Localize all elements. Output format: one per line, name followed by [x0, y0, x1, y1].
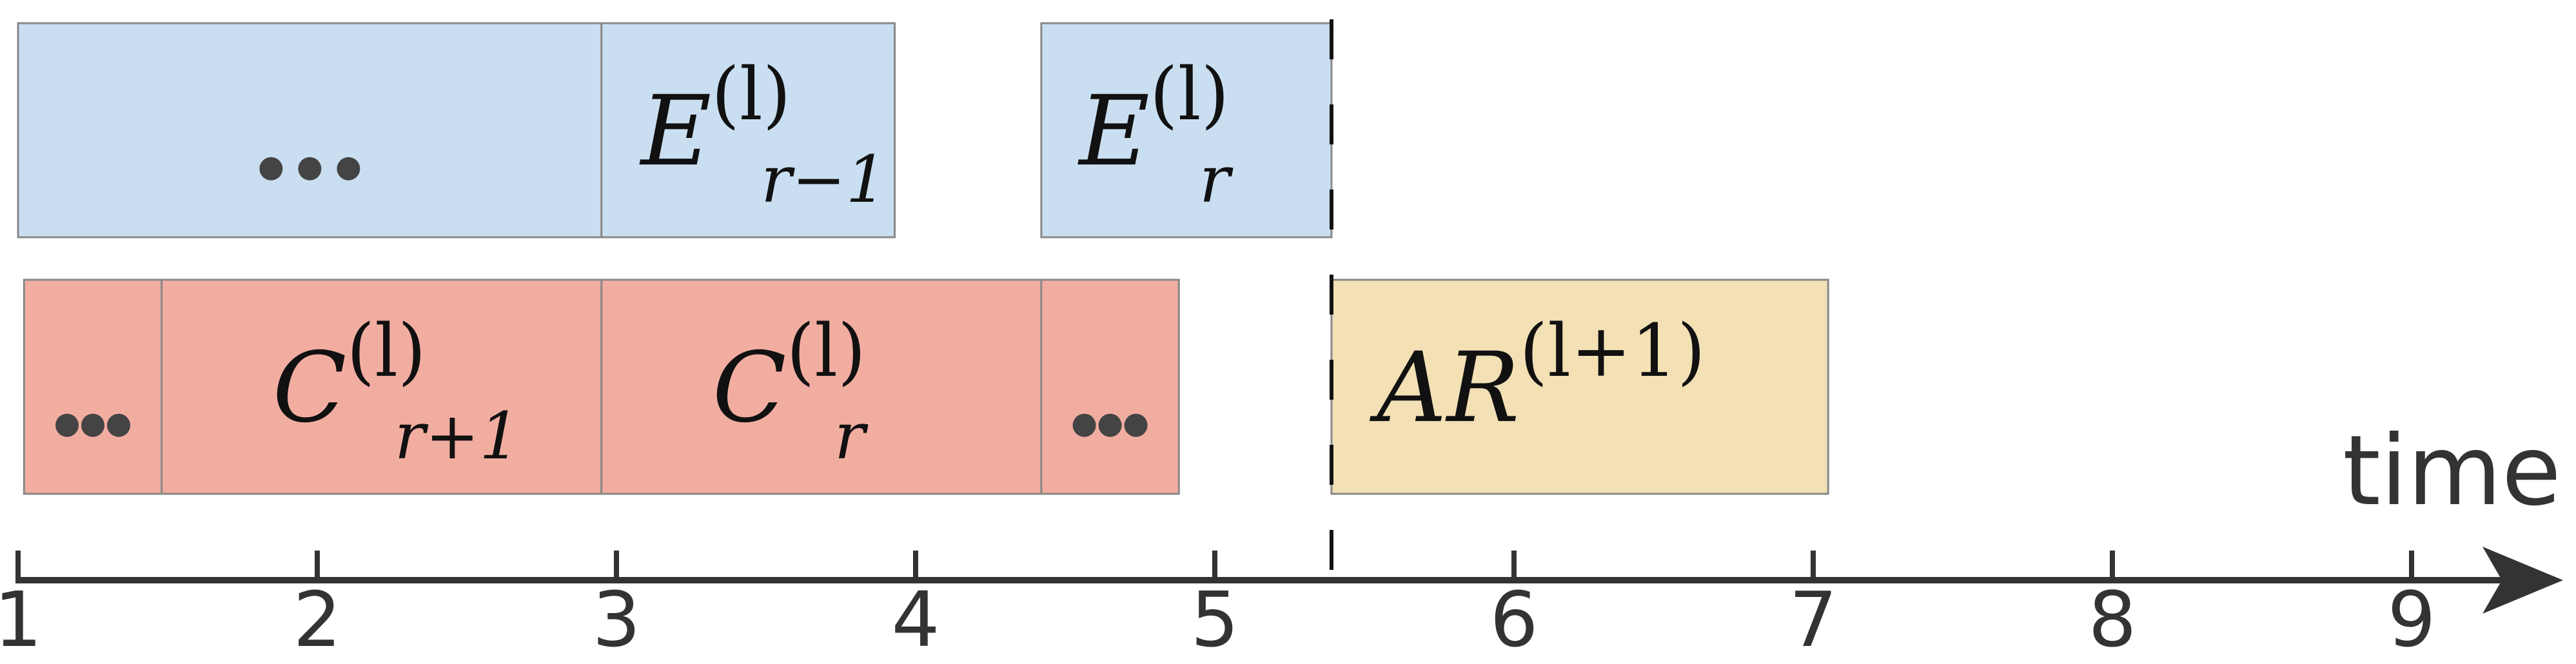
ellipsis-dot: [1098, 413, 1122, 437]
block-rect: [1040, 278, 1180, 495]
ellipsis-dot: [81, 413, 104, 437]
ellipsis-dot: [55, 413, 79, 437]
label-base: C: [713, 332, 787, 444]
label-base: E: [639, 75, 712, 188]
ellipsis-dot: [259, 157, 283, 181]
block-label-c-r+1: C(l): [273, 309, 426, 444]
ellipsis-dot: [337, 157, 360, 181]
block-rect: [1330, 278, 1829, 495]
block-rect: [600, 22, 896, 239]
axis-tick-label: 9: [2387, 575, 2435, 664]
block-rect: [161, 278, 603, 495]
axis-tick-label: 4: [891, 575, 939, 664]
label-superscript: (l): [347, 309, 426, 393]
axis-arrowhead: [2483, 547, 2563, 614]
block-c-ellipsis-right: [1040, 278, 1180, 495]
label-subscript: r: [834, 398, 869, 474]
block-rect: [17, 22, 603, 239]
axis-title: time: [2343, 415, 2561, 527]
block-label-ar: AR(l+1): [1369, 309, 1706, 444]
label-subscript: r−1: [761, 142, 887, 217]
label-base: AR: [1369, 332, 1519, 444]
label-base: E: [1077, 75, 1150, 188]
ellipsis-dot: [1072, 413, 1096, 437]
axis-tick-label: 1: [0, 575, 43, 664]
time-axis: 1 2 3 4 5 6 7 8 9 time: [0, 415, 2563, 664]
label-subscript: r+1: [395, 398, 520, 474]
ellipsis-dot: [107, 413, 130, 437]
label-superscript: (l): [711, 53, 791, 137]
block-label-c-r: C(l): [713, 309, 866, 444]
block-e-ellipsis: [17, 22, 603, 239]
block-rect: [600, 278, 1043, 495]
block-e-r: E(l)r: [1040, 22, 1333, 239]
axis-tick-label: 7: [1789, 575, 1837, 664]
block-c-ellipsis-left: [23, 278, 163, 495]
label-superscript: (l): [1150, 53, 1229, 137]
label-superscript: (l): [787, 309, 866, 393]
block-c-r+1: C(l)r+1: [161, 278, 603, 495]
axis-tick-label: 8: [2088, 575, 2136, 664]
ellipsis-dot: [1124, 413, 1148, 437]
block-ar: AR(l+1): [1330, 278, 1829, 495]
axis-tick-label: 5: [1190, 575, 1239, 664]
axis-tick-label: 6: [1490, 575, 1538, 664]
block-rect: [23, 278, 163, 495]
label-subscript: r: [1199, 142, 1234, 217]
axis-tick-label: 3: [592, 575, 640, 664]
block-c-r: C(l)r: [600, 278, 1043, 495]
axis-tick-label: 2: [293, 575, 341, 664]
ellipsis-dot: [298, 157, 322, 181]
label-superscript: (l+1): [1520, 309, 1706, 393]
block-e-r-1: E(l)r−1: [600, 22, 896, 239]
block-label-e-r: E(l): [1077, 53, 1230, 188]
label-base: C: [273, 332, 347, 444]
block-label-e-r-1: E(l): [639, 53, 791, 188]
